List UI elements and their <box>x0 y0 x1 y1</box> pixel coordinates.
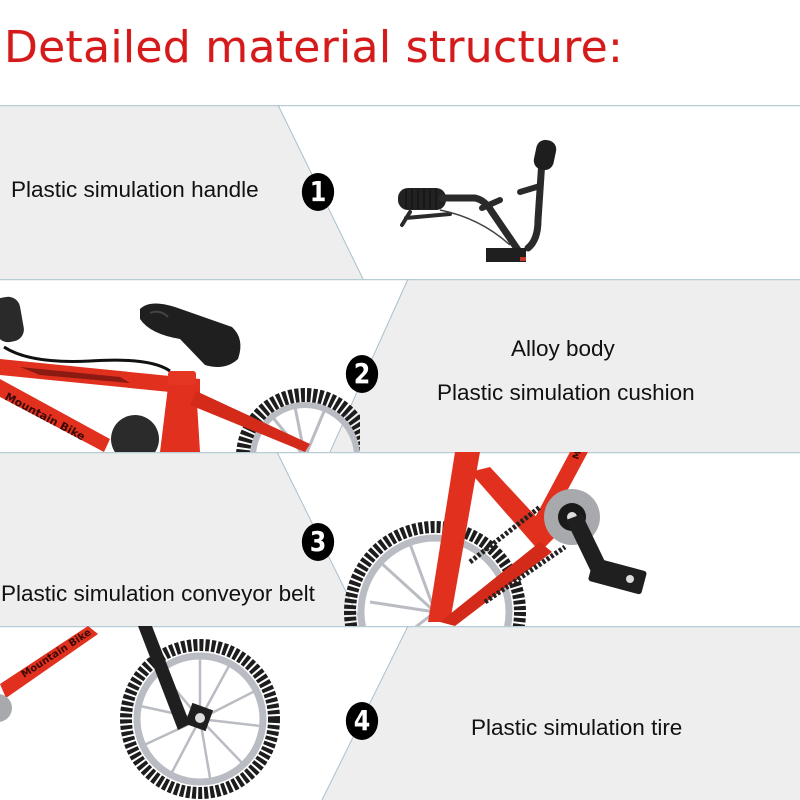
front-wheel-image: Mountain Bike <box>0 626 280 799</box>
section-conveyor-belt: Mountain Bike 3 Plastic simulation conve… <box>0 452 800 626</box>
label-tire: Plastic simulation tire <box>471 715 683 740</box>
seat-frame-image: Mountain Bike <box>0 296 360 452</box>
label-alloy-body: Alloy body <box>511 336 615 361</box>
number-2-badge-icon: 2 <box>345 355 379 393</box>
frame-text: Mountain Bike <box>20 627 94 680</box>
section-handle: Plastic simulation handle 1 <box>0 105 800 279</box>
chain-pedal-image: Mountain Bike <box>344 452 647 626</box>
page-title: Detailed material structure: <box>4 22 624 73</box>
section-background <box>0 452 800 626</box>
frame-text: Mountain Bike <box>571 452 605 461</box>
label-conveyor-belt: Plastic simulation conveyor belt <box>1 581 315 606</box>
handlebar-image <box>398 139 557 262</box>
section-body-cushion: Mountain Bike 2 Alloy body Plastic simul… <box>0 279 800 452</box>
number-4-badge-icon: 4 <box>345 702 379 740</box>
label-cushion: Plastic simulation cushion <box>437 380 695 405</box>
frame-text: Mountain Bike <box>3 390 88 443</box>
number-3-badge-icon: 3 <box>301 523 335 561</box>
section-tire: Mountain Bike 4 Plastic simulation tire <box>0 626 800 800</box>
label-handle: Plastic simulation handle <box>11 177 259 202</box>
number-1-badge-icon: 1 <box>301 173 335 211</box>
section-background <box>0 626 800 800</box>
